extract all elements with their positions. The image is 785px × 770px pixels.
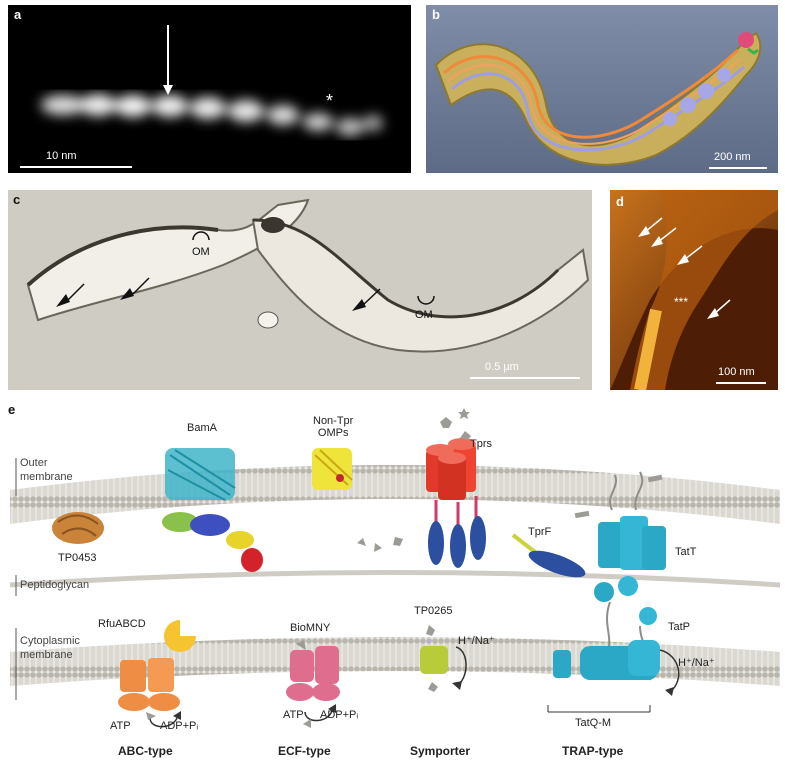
tprs-structure bbox=[426, 438, 486, 568]
bama-label: BamA bbox=[187, 422, 217, 434]
tp0453-structure bbox=[52, 512, 104, 544]
tatqm-structure bbox=[547, 640, 660, 713]
panel-c-label: c bbox=[13, 192, 21, 207]
tprf-label: TprF bbox=[528, 526, 552, 538]
panel-a-scale-bar bbox=[20, 166, 132, 168]
nontpr-line1: Non-Tpr bbox=[313, 415, 354, 427]
trap-type-label: TRAP-type bbox=[562, 744, 624, 758]
tatt-structure bbox=[594, 471, 666, 681]
panel-c: OM OM c 0.5 µm bbox=[8, 190, 592, 390]
tp0453-label: TP0453 bbox=[58, 552, 97, 564]
panel-b-scale-text: 200 nm bbox=[714, 151, 751, 163]
hna-label-2: H⁺/Na⁺ bbox=[678, 657, 715, 669]
d-marker: *** bbox=[674, 295, 688, 309]
bama-structure bbox=[162, 448, 263, 572]
panel-b-scale-bar bbox=[709, 167, 767, 169]
nontpr-line2: OMPs bbox=[317, 427, 349, 439]
peptidoglycan-label: Peptidoglycan bbox=[20, 579, 90, 591]
outer-label-line1: Outer bbox=[20, 457, 48, 469]
panel-a-label: a bbox=[14, 7, 22, 22]
tatqm-label: TatQ-M bbox=[575, 717, 612, 729]
tprf-structure bbox=[511, 533, 586, 578]
freeze-fracture-image: OM OM bbox=[8, 190, 592, 390]
atp-label-2: ATP bbox=[283, 709, 304, 721]
membrane-diagram bbox=[9, 408, 781, 728]
panel-a: * a 10 nm bbox=[8, 5, 411, 173]
cell-3d-render bbox=[434, 31, 762, 166]
peptidoglycan-layer bbox=[9, 570, 781, 588]
panel-b: b 200 nm bbox=[426, 5, 778, 173]
tatp-label: TatP bbox=[668, 621, 691, 633]
afm-image: *** bbox=[610, 190, 778, 390]
om-label-2: OM bbox=[415, 309, 433, 321]
biomny-structure bbox=[286, 640, 340, 701]
panel-b-label: b bbox=[432, 7, 440, 22]
panel-a-scale-text: 10 nm bbox=[46, 150, 77, 162]
tatt-label: TatT bbox=[675, 546, 697, 558]
panel-d-scale-bar bbox=[716, 382, 766, 384]
adp-label-2: ADP+Pᵢ bbox=[320, 709, 359, 721]
cytoplasmic-membrane-label: Cytoplasmic membrane bbox=[20, 634, 80, 662]
tprs-label: Tprs bbox=[470, 438, 492, 450]
cyto-label-line2: membrane bbox=[20, 649, 73, 661]
nontpr-label: Non-Tpr OMPs bbox=[313, 415, 353, 439]
tp0265-structure bbox=[420, 646, 448, 674]
outer-membrane-label: Outer membrane bbox=[20, 456, 73, 484]
outer-membrane bbox=[10, 465, 780, 524]
rfuabcd-structure bbox=[118, 620, 196, 711]
om-label-1: OM bbox=[192, 246, 210, 258]
outer-label-line2: membrane bbox=[20, 471, 73, 483]
panel-e-label: e bbox=[8, 402, 16, 417]
symporter-label: Symporter bbox=[410, 744, 471, 758]
tp0265-label: TP0265 bbox=[414, 605, 453, 617]
panel-c-scale-text: 0.5 µm bbox=[485, 361, 519, 373]
panel-c-scale-bar bbox=[470, 377, 580, 379]
atp-label-1: ATP bbox=[110, 720, 131, 732]
panel-d: *** d 100 nm bbox=[610, 190, 778, 390]
ecf-type-label: ECF-type bbox=[278, 744, 331, 758]
hna-label-1: H⁺/Na⁺ bbox=[458, 635, 495, 647]
panel-d-scale-text: 100 nm bbox=[718, 366, 755, 378]
rfuabcd-label: RfuABCD bbox=[98, 618, 146, 630]
cyto-label-line1: Cytoplasmic bbox=[20, 635, 80, 647]
fluorescence-image: * bbox=[41, 25, 383, 136]
biomny-label: BioMNY bbox=[290, 622, 331, 634]
panel-d-label: d bbox=[616, 194, 624, 209]
abc-type-label: ABC-type bbox=[118, 744, 173, 758]
adp-label-1: ADP+Pᵢ bbox=[160, 720, 199, 732]
nontpr-omp-structure bbox=[312, 448, 353, 490]
panel-e: e Outer membrane Peptidoglycan Cytoplasm… bbox=[0, 400, 785, 770]
asterisk-marker: * bbox=[326, 91, 333, 111]
